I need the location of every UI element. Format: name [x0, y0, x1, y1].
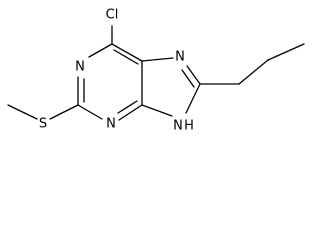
bond-c2-s — [49, 104, 79, 120]
bond-c2-n3 — [77, 104, 103, 120]
atom-label-n9: N — [173, 119, 183, 134]
bond-n3-c4 — [118, 104, 143, 121]
bond-n3-c4-inner — [117, 100, 138, 114]
atom-label-n9-hydrogen: H — [184, 119, 194, 134]
atom-label-n7: N — [175, 50, 185, 65]
bond-n9-c4 — [141, 104, 173, 117]
bond-lines — [7, 25, 305, 121]
bond-c5-n7 — [141, 57, 174, 62]
atom-label-n1: N — [75, 60, 85, 75]
bond-n7-c8 — [186, 65, 201, 85]
atom-label-sulfur: S — [39, 117, 47, 132]
atom-labels: Cl N N N N H S — [39, 8, 194, 134]
bond-s-methyl — [7, 104, 38, 120]
bond-c8-n9 — [185, 83, 201, 114]
bond-propyl-2-3 — [267, 43, 305, 61]
bond-c6-c5-inner — [113, 49, 139, 65]
atom-label-chlorine: Cl — [106, 8, 119, 23]
chemical-structure-diagram: Cl N N N N H S — [7, 8, 305, 134]
bond-c6-c5 — [111, 43, 143, 62]
bond-n7-c8-inner — [181, 69, 195, 88]
bond-propyl-1-2 — [238, 59, 269, 85]
bond-c6-n1 — [88, 43, 113, 58]
atom-label-n3: N — [106, 117, 116, 132]
